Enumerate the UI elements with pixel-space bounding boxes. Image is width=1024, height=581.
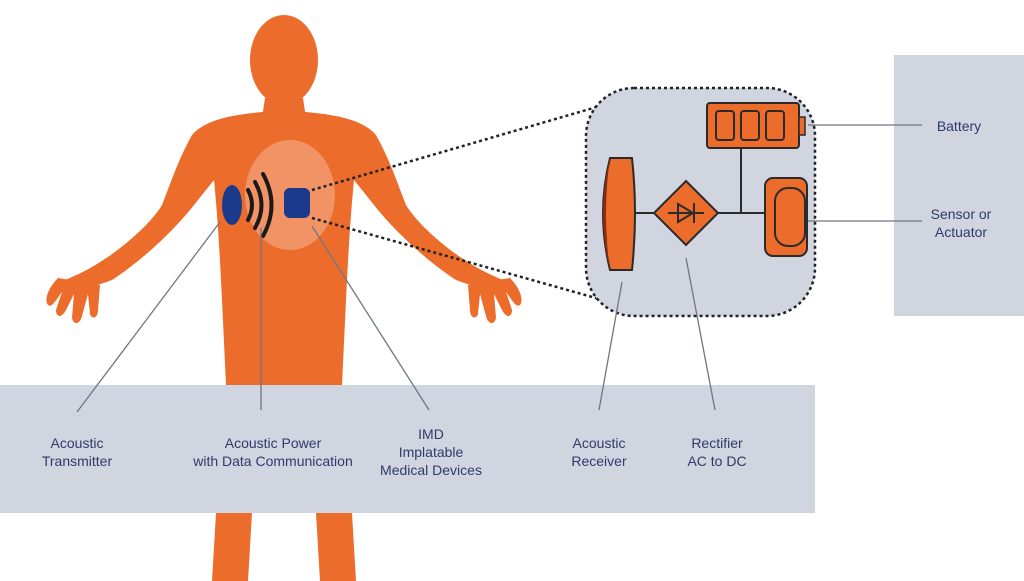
- diode-icon: [652, 179, 720, 247]
- receiver-disc-icon: [602, 157, 636, 271]
- label-acoustic-receiver: Acoustic Receiver: [554, 434, 644, 470]
- label-line: Rectifier: [691, 435, 743, 451]
- acoustic-wave-icon: [246, 172, 274, 238]
- label-line: Actuator: [934, 224, 988, 240]
- label-line: AC to DC: [687, 453, 747, 469]
- imd-device: [284, 188, 310, 218]
- label-line: IMD: [418, 426, 444, 442]
- label-line: with Data Communication: [193, 453, 353, 469]
- label-line: Battery: [936, 118, 982, 134]
- label-acoustic-power: Acoustic Power with Data Communication: [186, 434, 360, 470]
- label-imd: IMD Implatable Medical Devices: [371, 425, 491, 479]
- label-line: Acoustic: [572, 435, 626, 451]
- label-acoustic-transmitter: Acoustic Transmitter: [22, 434, 132, 470]
- acoustic-transmitter-device: [222, 185, 242, 225]
- label-line: Medical Devices: [380, 462, 482, 478]
- battery-icon: [706, 102, 806, 149]
- zoom-line-bottom: [311, 216, 611, 304]
- label-battery: Battery: [922, 117, 996, 135]
- callout-lines: [76, 124, 922, 413]
- label-line: Sensor or: [930, 206, 992, 222]
- sensor-capsule-icon: [764, 177, 808, 257]
- label-line: Receiver: [571, 453, 627, 469]
- bottom-label-band: [0, 385, 815, 513]
- label-line: Acoustic: [50, 435, 104, 451]
- label-line: Transmitter: [41, 453, 113, 469]
- label-line: Acoustic Power: [224, 435, 322, 451]
- label-line: Implatable: [398, 444, 464, 460]
- label-rectifier: Rectifier AC to DC: [672, 434, 762, 470]
- label-sensor-actuator: Sensor or Actuator: [922, 205, 1000, 241]
- right-label-panel: [894, 55, 1024, 316]
